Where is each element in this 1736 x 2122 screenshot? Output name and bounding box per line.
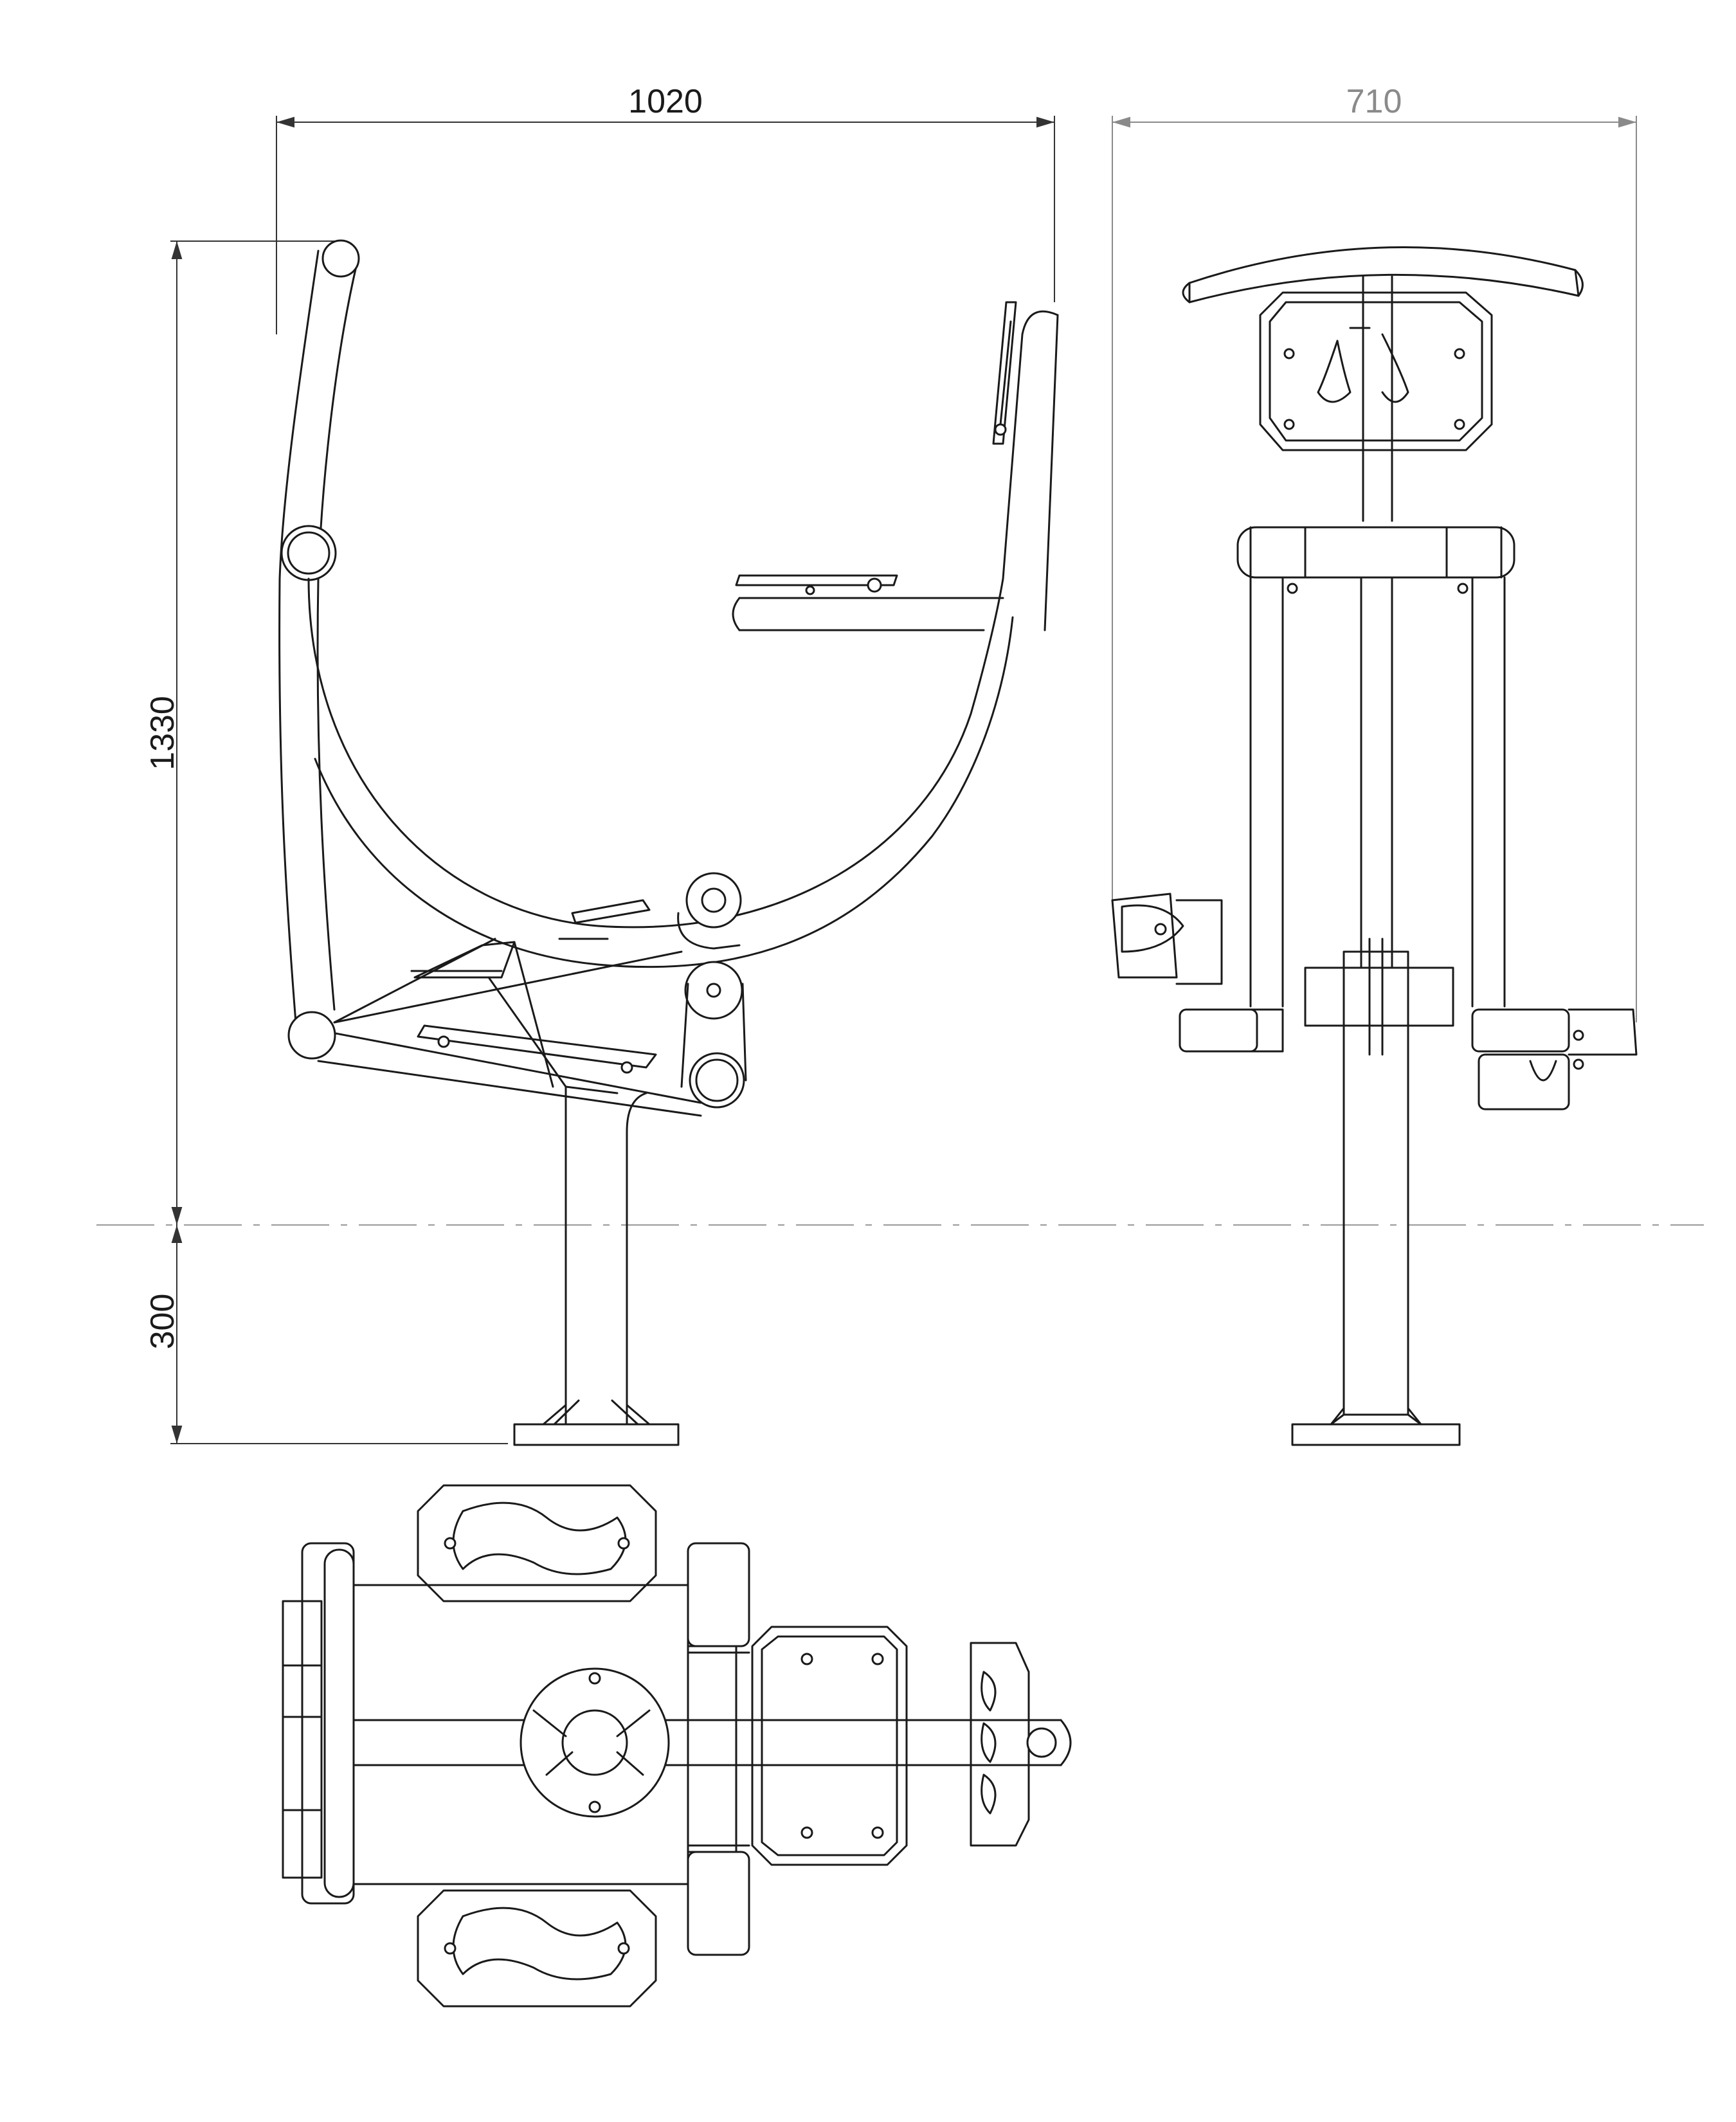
top-view [282,1484,1072,2008]
dimension-height-label: 1330 [144,696,181,770]
dimension-depth: 300 [144,1225,508,1444]
dimension-width-front-label: 710 [1346,83,1402,120]
front-view [1111,246,1638,1446]
side-view [278,239,1059,1446]
dimension-width-front: 710 [1112,83,1637,1022]
dimension-depth-label: 300 [144,1294,181,1350]
dimension-width-side: 1020 [276,83,1055,334]
dimension-width-side-label: 1020 [628,83,703,120]
dimension-height: 1330 [144,240,341,1225]
